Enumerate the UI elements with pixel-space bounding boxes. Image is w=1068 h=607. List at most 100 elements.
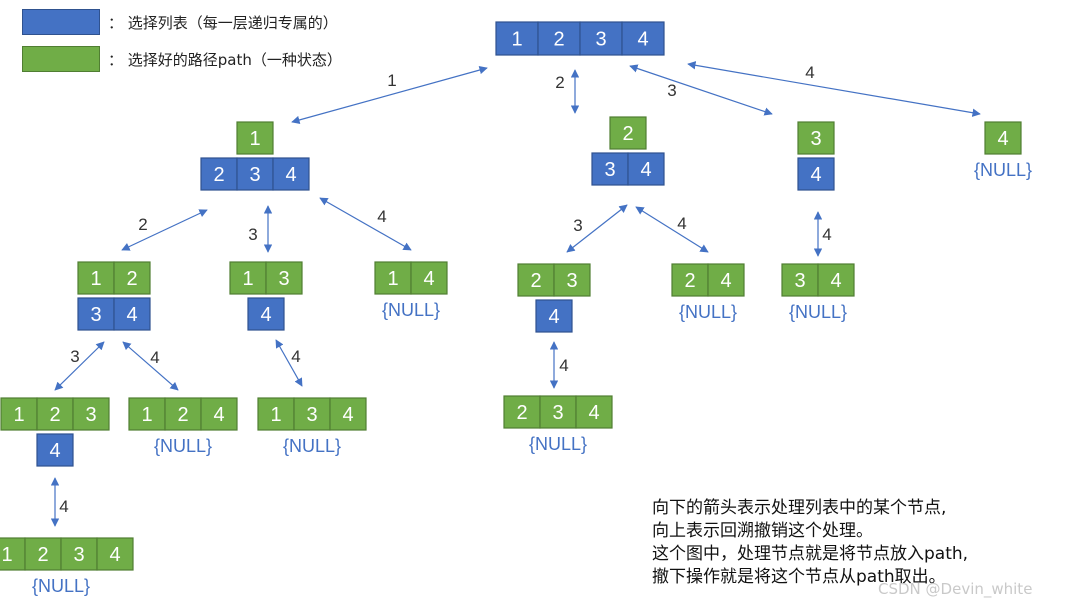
- null-label: {NULL}: [283, 436, 341, 456]
- choice-list-box: 4: [36, 433, 74, 467]
- tree-node-n4: 4{NULL}: [974, 121, 1032, 180]
- choice-list-box-cell-value: 4: [285, 164, 296, 186]
- path-box-cell: [781, 263, 819, 297]
- path-box-cell: [797, 121, 835, 155]
- legend-blue-swatch: [22, 9, 100, 35]
- legend-green-swatch: [22, 46, 100, 72]
- edge-label: 4: [377, 207, 386, 226]
- choice-list-box-cell: [113, 297, 151, 331]
- bidirectional-arrow: [629, 64, 773, 116]
- path-box-cell-value: 3: [810, 128, 821, 150]
- choice-list-box: 4: [535, 299, 573, 333]
- path-box: 2: [609, 116, 647, 150]
- choice-list-box-cell-value: 3: [604, 159, 615, 181]
- null-label: {NULL}: [679, 302, 737, 322]
- path-box-cell-value: 2: [622, 123, 633, 145]
- edge-label: 3: [70, 347, 79, 366]
- edge-label: 4: [822, 225, 831, 244]
- path-box-cell: [265, 261, 303, 295]
- choice-list-box-cell: [247, 297, 285, 331]
- path-box-cell-value: 3: [278, 268, 289, 290]
- path-box-cell-value: 2: [516, 402, 527, 424]
- path-box-cell: [984, 121, 1022, 155]
- tree-node-n3: 34: [797, 121, 835, 191]
- null-label: {NULL}: [154, 436, 212, 456]
- path-box-cell-value: 1: [1, 544, 12, 566]
- path-box-cell-value: 1: [13, 404, 24, 426]
- edge-label: 1: [387, 71, 396, 90]
- path-box-cell: [671, 263, 709, 297]
- path-box-cell: [60, 537, 98, 571]
- bidirectional-arrow: [566, 204, 628, 253]
- path-box-cell: [200, 397, 238, 431]
- path-box-cell-value: 3: [85, 404, 96, 426]
- edge-n123-n1234: 4: [50, 477, 69, 527]
- choice-list-box-cell-value: 3: [249, 164, 260, 186]
- path-box-cell: [0, 537, 26, 571]
- path-box-cell-value: 2: [684, 270, 695, 292]
- null-label: {NULL}: [382, 300, 440, 320]
- path-box-cell-value: 1: [242, 268, 253, 290]
- choice-list-box-cell-value: 4: [637, 29, 648, 51]
- path-box-cell: [128, 397, 166, 431]
- path-box-cell-value: 4: [588, 402, 599, 424]
- path-box-cell-value: 4: [423, 268, 434, 290]
- bidirectional-arrow: [635, 206, 709, 253]
- choice-list-box: 4: [247, 297, 285, 331]
- edge-label: 4: [59, 497, 68, 516]
- choice-list-box-cell-value: 4: [260, 304, 271, 326]
- null-label: {NULL}: [974, 160, 1032, 180]
- choice-list-box-cell-value: 4: [810, 164, 821, 186]
- explanation-note: 向下的箭头表示处理列表中的某个节点, 向上表示回溯撤销这个处理。 这个图中，处理…: [652, 497, 968, 589]
- edge-label: 3: [248, 225, 257, 244]
- bidirectional-arrow: [54, 341, 105, 391]
- edge-n13-n134: 4: [275, 339, 303, 387]
- choice-list-box-cell-value: 1: [511, 29, 522, 51]
- path-box-cell-value: 2: [530, 270, 541, 292]
- legend-blue-label: ： 选择列表（每一层递归专属的）: [108, 14, 338, 32]
- path-box-cell-value: 1: [141, 404, 152, 426]
- edge-label: 2: [555, 73, 564, 92]
- edge-root-n3: 3: [629, 64, 773, 116]
- path-box-cell-value: 2: [37, 544, 48, 566]
- choice-list-box-cell: [537, 21, 581, 56]
- path-box-cell-value: 3: [794, 270, 805, 292]
- path-box-cell-value: 1: [270, 404, 281, 426]
- edge-n12-n124: 4: [122, 341, 179, 391]
- choice-list-box-cell-value: 4: [548, 306, 559, 328]
- path-box-cell-value: 2: [126, 268, 137, 290]
- bidirectional-arrow: [122, 341, 179, 391]
- path-box-cell-value: 1: [90, 268, 101, 290]
- bidirectional-arrow: [291, 65, 488, 125]
- legend-green-label: ： 选择好的路径path（一种状态）: [108, 51, 342, 69]
- choice-list-box-cell: [495, 21, 539, 56]
- choice-list-box-cell: [627, 152, 665, 186]
- bidirectional-arrow: [687, 61, 981, 117]
- edge-n3-n34: 4: [813, 211, 832, 257]
- choice-list-box-cell-value: 2: [553, 29, 564, 51]
- path-box-cell: [609, 116, 647, 150]
- choice-list-box-cell: [272, 157, 310, 191]
- choice-list-box-cell: [36, 433, 74, 467]
- edge-n2-n23: 3: [566, 204, 628, 253]
- note-line: 撤下操作就是将这个节点从path取出。: [652, 567, 946, 587]
- path-box-cell-value: 4: [213, 404, 224, 426]
- path-box-cell: [410, 261, 448, 295]
- path-box-cell: [236, 121, 274, 155]
- null-label: {NULL}: [529, 434, 587, 454]
- edge-label: 4: [291, 347, 300, 366]
- choice-list-box-cell: [591, 152, 629, 186]
